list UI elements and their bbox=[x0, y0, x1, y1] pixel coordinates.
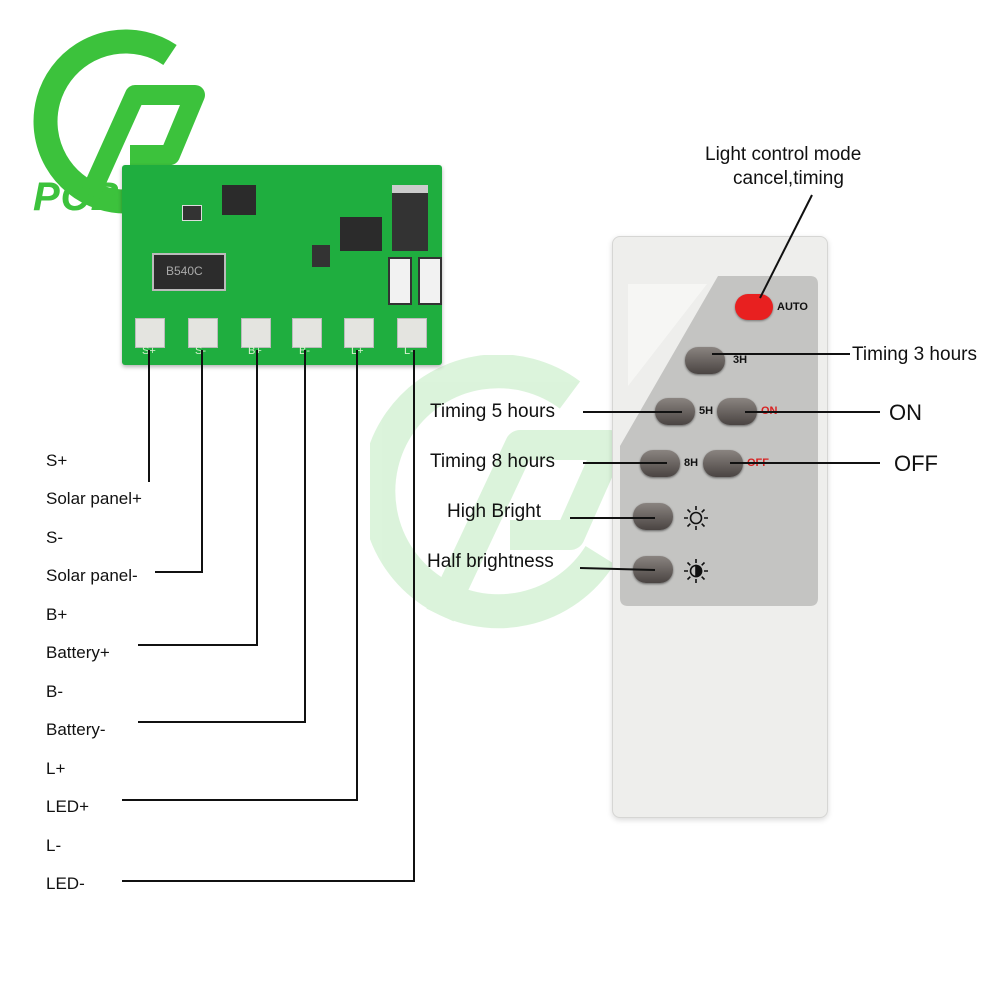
legend-meaning: Solar panel- bbox=[46, 566, 138, 585]
diode-chip: B540C bbox=[152, 253, 226, 291]
resistor-2 bbox=[418, 257, 442, 305]
legend-meaning: Solar panel+ bbox=[46, 489, 142, 508]
callout-auto-line1: Light control mode bbox=[705, 144, 862, 165]
pad-b-plus bbox=[241, 318, 271, 348]
pcb-board: B540C bbox=[122, 165, 442, 365]
pad-b-minus bbox=[292, 318, 322, 348]
btn-3h-label: 3H bbox=[733, 354, 748, 366]
watermark-logo bbox=[370, 355, 625, 629]
pad-label: B+ bbox=[248, 345, 262, 357]
resistor-1 bbox=[388, 257, 412, 305]
legend-meaning: Battery- bbox=[46, 720, 106, 739]
small-component bbox=[182, 205, 202, 221]
pad-l-plus bbox=[344, 318, 374, 348]
legend-code: S+ bbox=[46, 451, 68, 470]
callout-timing8: Timing 8 hours bbox=[430, 451, 555, 472]
btn-8h-label: 8H bbox=[684, 457, 699, 469]
callout-timing5: Timing 5 hours bbox=[430, 401, 555, 422]
btn-5h-label: 5H bbox=[699, 405, 714, 417]
small-component bbox=[312, 245, 330, 267]
sun-icon bbox=[683, 505, 709, 531]
pad-s-minus bbox=[188, 318, 218, 348]
callout-high: High Bright bbox=[447, 501, 541, 522]
legend-code: L- bbox=[46, 836, 62, 855]
pad-s-plus bbox=[135, 318, 165, 348]
legend-code: B+ bbox=[46, 605, 68, 624]
callout-half: Half brightness bbox=[427, 551, 554, 572]
legend-meaning: Battery+ bbox=[46, 643, 110, 662]
timing-3h-button[interactable] bbox=[685, 347, 725, 374]
legend-meaning: LED+ bbox=[46, 797, 89, 816]
legend-code: B- bbox=[46, 682, 63, 701]
callout-auto-line2: cancel,timing bbox=[733, 168, 844, 189]
callout-on: ON bbox=[889, 400, 922, 425]
auto-button[interactable] bbox=[735, 294, 773, 320]
auto-label: AUTO bbox=[777, 301, 808, 313]
transistor bbox=[222, 185, 256, 215]
legend-meaning: LED- bbox=[46, 874, 85, 893]
high-bright-button[interactable] bbox=[633, 503, 673, 530]
mosfet-chip bbox=[392, 185, 428, 251]
ic-chip bbox=[340, 217, 382, 251]
pad-l-minus bbox=[397, 318, 427, 348]
legend-code: S- bbox=[46, 528, 63, 547]
pad-label: S- bbox=[195, 345, 206, 357]
callout-off: OFF bbox=[894, 451, 938, 476]
legend-code: L+ bbox=[46, 759, 66, 778]
pad-label: L- bbox=[404, 345, 414, 357]
half-sun-icon bbox=[683, 558, 709, 584]
callout-timing3: Timing 3 hours bbox=[852, 344, 977, 365]
